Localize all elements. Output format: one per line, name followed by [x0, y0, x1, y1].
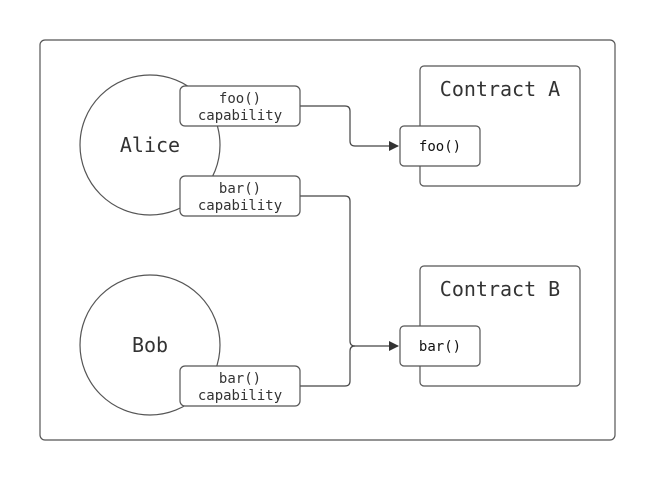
method-foo: foo() — [399, 125, 481, 167]
actor-bob-label: Bob — [132, 333, 168, 357]
capability-alice-bar-line2: capability — [198, 198, 282, 214]
capability-alice-foo-line1: foo() — [219, 91, 261, 107]
capability-bob-bar: bar() capability — [179, 365, 301, 407]
contract-b-title: Contract B — [440, 277, 560, 301]
method-bar-label: bar() — [419, 339, 461, 355]
actor-alice-label: Alice — [120, 133, 180, 157]
capability-alice-foo: foo() capability — [179, 85, 301, 127]
connector-bob-bar — [300, 345, 356, 387]
capability-alice-bar-line1: bar() — [219, 181, 261, 197]
method-bar: bar() — [399, 325, 481, 367]
method-foo-label: foo() — [419, 139, 461, 155]
capability-alice-foo-line2: capability — [198, 108, 282, 124]
connector-alice-foo — [300, 105, 399, 151]
capability-bob-bar-line2: capability — [198, 388, 282, 404]
contract-a-title: Contract A — [440, 77, 560, 101]
capability-bob-bar-line1: bar() — [219, 371, 261, 387]
capability-alice-bar: bar() capability — [179, 175, 301, 217]
